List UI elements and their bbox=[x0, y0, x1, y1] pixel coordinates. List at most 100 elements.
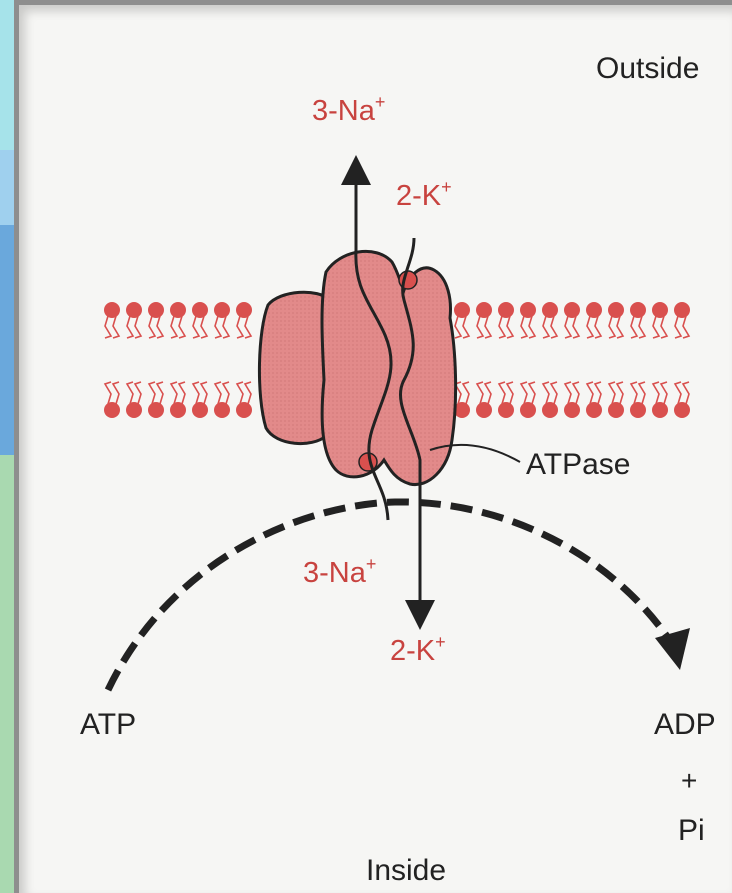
lipid-tail bbox=[223, 382, 229, 404]
lipid-head bbox=[236, 402, 252, 418]
lower-lipid-heads-right bbox=[454, 402, 690, 418]
lipid-tail bbox=[127, 316, 133, 338]
lipid-head bbox=[652, 302, 668, 318]
lipid-tail bbox=[179, 316, 185, 338]
lipid-tail bbox=[543, 382, 549, 404]
lipid-tail bbox=[485, 316, 491, 338]
lipid-tail bbox=[661, 382, 667, 404]
lipid-tail bbox=[507, 316, 513, 338]
lower-lipid-heads-left bbox=[104, 402, 252, 418]
lipid-head bbox=[192, 402, 208, 418]
lipid-head bbox=[498, 402, 514, 418]
lipid-tail bbox=[617, 316, 623, 338]
lipid-head bbox=[586, 302, 602, 318]
atpase-protein bbox=[259, 251, 455, 484]
lipid-tail bbox=[595, 382, 601, 404]
lipid-tail bbox=[551, 316, 557, 338]
inside-label: Inside bbox=[366, 854, 446, 887]
lipid-head bbox=[170, 402, 186, 418]
lipid-head bbox=[564, 402, 580, 418]
lipid-tail bbox=[661, 316, 667, 338]
lipid-tail bbox=[193, 382, 199, 404]
lipid-head bbox=[674, 302, 690, 318]
lipid-tail bbox=[565, 382, 571, 404]
lipid-tail bbox=[543, 316, 549, 338]
lipid-tail bbox=[499, 382, 505, 404]
lipid-tail bbox=[477, 382, 483, 404]
lipid-head bbox=[542, 402, 558, 418]
lipid-tail bbox=[237, 382, 243, 404]
lipid-tail bbox=[521, 316, 527, 338]
lipid-tail bbox=[529, 316, 535, 338]
lipid-head bbox=[104, 402, 120, 418]
lipid-tail bbox=[573, 382, 579, 404]
lipid-head bbox=[170, 302, 186, 318]
lipid-tail bbox=[653, 382, 659, 404]
lipid-head bbox=[652, 402, 668, 418]
lipid-tail bbox=[193, 316, 199, 338]
atpase-left-lobe bbox=[259, 292, 330, 443]
lipid-head bbox=[214, 402, 230, 418]
k-inside-label: 2-K+ bbox=[390, 632, 446, 667]
lipid-tail bbox=[135, 382, 141, 404]
lipid-head bbox=[454, 302, 470, 318]
lipid-head bbox=[630, 402, 646, 418]
lipid-tail bbox=[631, 316, 637, 338]
lipid-tail bbox=[113, 316, 119, 338]
lipid-head bbox=[674, 402, 690, 418]
lipid-head bbox=[542, 302, 558, 318]
lipid-tail bbox=[587, 316, 593, 338]
lipid-head bbox=[192, 302, 208, 318]
upper-lipid-heads-right bbox=[454, 302, 690, 318]
lipid-tail bbox=[675, 316, 681, 338]
lipid-tail bbox=[215, 382, 221, 404]
lipid-head bbox=[608, 402, 624, 418]
lipid-tail bbox=[507, 382, 513, 404]
lipid-head bbox=[126, 302, 142, 318]
pi-label: Pi bbox=[678, 814, 705, 847]
atp-label: ATP bbox=[80, 708, 136, 741]
plus-label: + bbox=[681, 765, 697, 796]
k-outside-label: 2-K+ bbox=[396, 177, 452, 212]
lipid-tail bbox=[179, 382, 185, 404]
lipid-tail bbox=[201, 316, 207, 338]
lipid-tail bbox=[127, 382, 133, 404]
lipid-head bbox=[608, 302, 624, 318]
lipid-tail bbox=[135, 316, 141, 338]
lipid-tail bbox=[113, 382, 119, 404]
lipid-tail bbox=[529, 382, 535, 404]
lipid-tail bbox=[485, 382, 491, 404]
lipid-head bbox=[498, 302, 514, 318]
lipid-tail bbox=[631, 382, 637, 404]
lipid-tail bbox=[639, 382, 645, 404]
lipid-tail bbox=[609, 382, 615, 404]
lipid-head bbox=[476, 402, 492, 418]
lipid-tail bbox=[223, 316, 229, 338]
lipid-tail bbox=[595, 316, 601, 338]
lipid-head bbox=[520, 402, 536, 418]
lipid-tail bbox=[157, 382, 163, 404]
lipid-tail bbox=[551, 382, 557, 404]
lipid-head bbox=[564, 302, 580, 318]
lipid-head bbox=[236, 302, 252, 318]
lipid-head bbox=[126, 402, 142, 418]
lipid-tail bbox=[477, 316, 483, 338]
lipid-tail bbox=[463, 316, 469, 338]
lipid-tail bbox=[587, 382, 593, 404]
lipid-tail bbox=[683, 316, 689, 338]
lipid-tail bbox=[157, 316, 163, 338]
lipid-tail bbox=[171, 382, 177, 404]
outside-label: Outside bbox=[596, 52, 699, 85]
lipid-tail bbox=[675, 382, 681, 404]
lipid-tail bbox=[609, 316, 615, 338]
lipid-tail bbox=[105, 382, 111, 404]
lipid-head bbox=[148, 302, 164, 318]
lipid-tail bbox=[683, 382, 689, 404]
lipid-tail bbox=[105, 316, 111, 338]
lipid-tail bbox=[639, 316, 645, 338]
lipid-head bbox=[148, 402, 164, 418]
lipid-tail bbox=[149, 382, 155, 404]
atpase-label: ATPase bbox=[526, 448, 631, 481]
lipid-head bbox=[586, 402, 602, 418]
